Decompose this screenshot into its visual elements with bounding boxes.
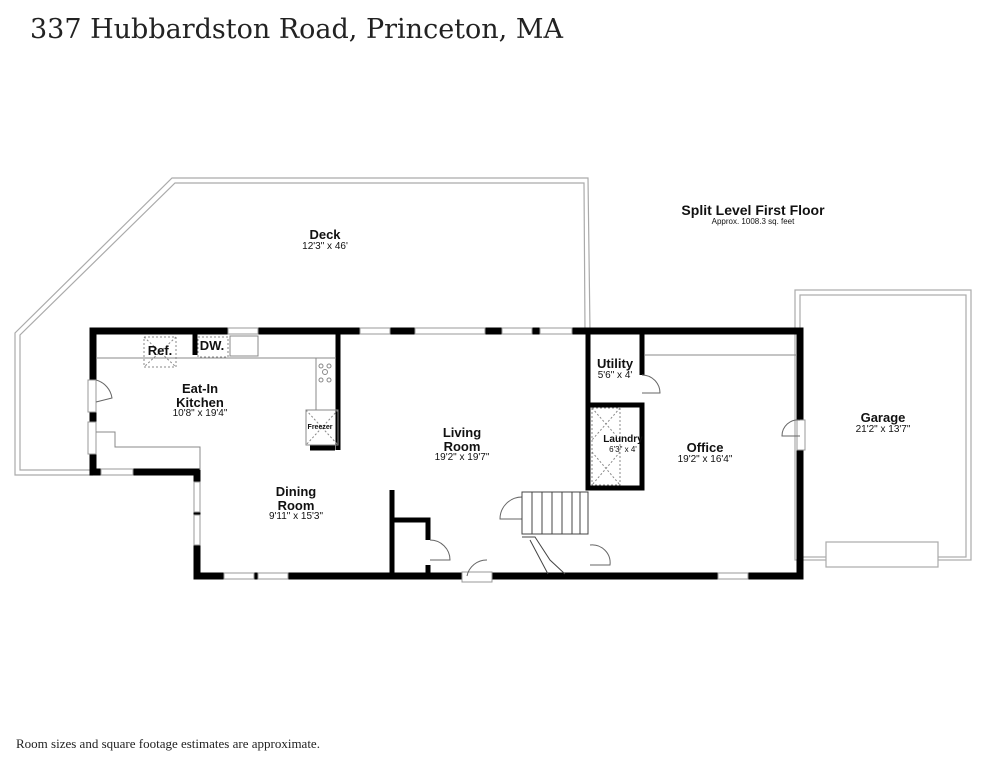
dishwasher-label: DW. — [199, 338, 225, 353]
room-laundry: Laundry 6'3" x 4' — [603, 434, 643, 454]
room-dimensions: 19'2" x 16'4" — [677, 453, 733, 465]
room-name: Eat-In — [181, 381, 219, 396]
room-dimensions: 9'11" x 15'3" — [268, 511, 324, 523]
room-name: Room — [443, 438, 481, 454]
room-utility: Utility 5'6" x 4' — [597, 357, 633, 381]
freezer-label: Freezer — [307, 424, 333, 431]
room-dimensions: 19'2" x 19'7" — [434, 452, 490, 464]
room-kitchen: Eat-In Kitchen 10'8" x 19'4" — [173, 382, 228, 420]
room-garage: Garage 21'2" x 13'7" — [856, 411, 911, 435]
windows — [87, 327, 806, 583]
room-dining: Dining Room 9'11" x 15'3" — [269, 485, 323, 523]
room-deck: Deck 12'3" x 46' — [302, 228, 348, 252]
room-name: Room — [277, 497, 315, 513]
room-name: Utility — [596, 356, 634, 371]
deck-outline — [14, 177, 591, 476]
room-name: Office — [686, 440, 724, 455]
room-name: Garage — [860, 410, 906, 425]
stairs — [521, 491, 589, 575]
room-dimensions: 10'8" x 19'4" — [172, 408, 228, 420]
floor-label: Split Level First Floor Approx. 1008.3 s… — [681, 203, 824, 226]
page-title: 337 Hubbardston Road, Princeton, MA — [30, 14, 563, 45]
counters — [96, 335, 797, 486]
doors — [95, 374, 801, 577]
room-name: Living — [442, 425, 482, 440]
floor-area: Approx. 1008.3 sq. feet — [711, 216, 795, 226]
room-dimensions: 21'2" x 13'7" — [855, 423, 911, 435]
room-dimensions: 12'3" x 46' — [302, 240, 348, 252]
floor-name: Split Level First Floor — [681, 202, 825, 218]
room-dimensions: 6'3" x 4' — [609, 444, 637, 454]
room-name: Kitchen — [176, 394, 224, 410]
room-office: Office 19'2" x 16'4" — [678, 441, 733, 465]
disclaimer-note: Room sizes and square footage estimates … — [16, 736, 320, 751]
room-dimensions: 5'6" x 4' — [597, 369, 633, 381]
exterior-walls — [89, 327, 804, 580]
room-name: Laundry — [603, 434, 643, 445]
interior-walls — [192, 333, 645, 574]
refrigerator-label: Ref. — [147, 343, 173, 358]
room-name: Dining — [275, 484, 317, 499]
room-living: Living Room 19'2" x 19'7" — [435, 426, 490, 464]
room-name: Deck — [309, 227, 341, 242]
